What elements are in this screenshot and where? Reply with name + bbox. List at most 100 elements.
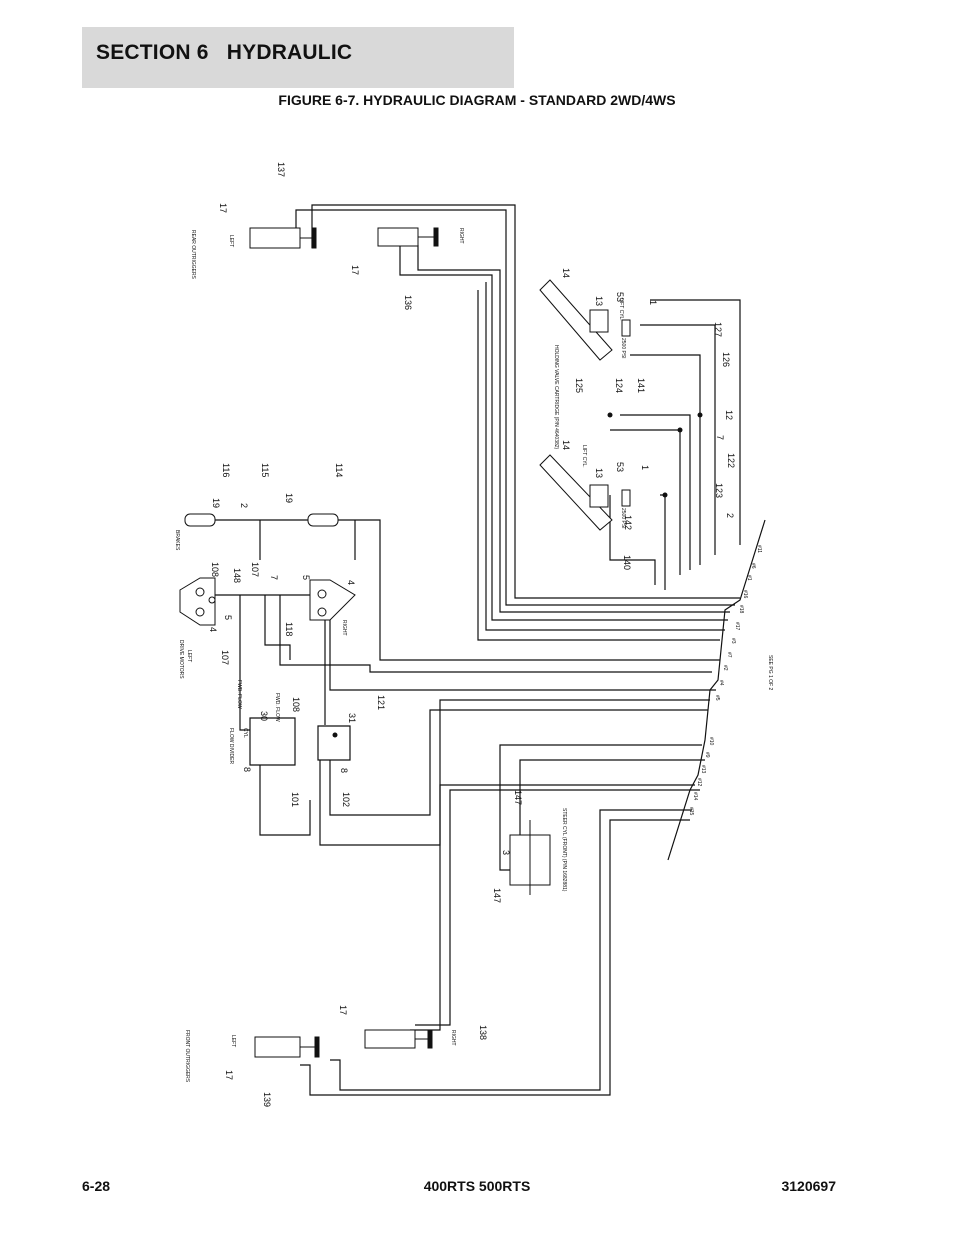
callout: 8: [242, 767, 252, 772]
callout: 5: [301, 575, 311, 580]
port-mark: #7: [726, 652, 732, 658]
section-title: SECTION 6 HYDRAULIC: [96, 41, 353, 64]
callout: 53: [615, 462, 625, 472]
callout: 125: [574, 378, 584, 393]
callout: 17: [224, 1070, 234, 1080]
label-drive-motors: DRIVE MOTORS: [178, 640, 184, 679]
label-drive-right: RIGHT: [341, 620, 347, 636]
component-labels: REAR OUTRIGGERS LEFT RIGHT BRAKES DRIVE …: [174, 228, 773, 1083]
callout: 2: [725, 513, 735, 518]
callout: 108: [210, 562, 220, 577]
label-rear-outriggers: REAR OUTRIGGERS: [190, 230, 196, 280]
port-mark: #9: [704, 752, 710, 758]
junction-dots: [332, 412, 703, 738]
callout: 107: [220, 650, 230, 665]
lift-cyl-upper: [539, 279, 613, 361]
label-rear-left: LEFT: [228, 235, 234, 247]
drive-motor-left: [179, 577, 216, 626]
drive-motor-right: [309, 579, 356, 621]
label-lift-cyl-1: LIFT CYL.: [618, 298, 624, 321]
footer-doc-number: 3120697: [781, 1178, 836, 1194]
callout: 139: [262, 1092, 272, 1107]
callout: 148: [232, 568, 242, 583]
port-mark: #10: [708, 737, 714, 746]
footer-page-number: 6-28: [82, 1178, 111, 1194]
brake-right: [307, 513, 339, 527]
label-see-pg: SEE PG 1 OF 2: [767, 655, 773, 691]
callout: 19: [284, 493, 294, 503]
label-lift-cyl-2: LIFT CYL.: [581, 445, 587, 468]
callout: 141: [636, 378, 646, 393]
label-drive-left: LEFT: [186, 650, 192, 662]
callout: 122: [726, 453, 736, 468]
port-mark: #12: [696, 778, 702, 787]
callout: 147: [513, 790, 523, 805]
callout: 13: [594, 296, 604, 306]
port-mark: #11: [756, 545, 762, 553]
port-mark: #13: [700, 765, 706, 774]
callout: 2: [239, 503, 249, 508]
callout: 118: [284, 622, 294, 636]
port-mark: #4: [718, 680, 724, 686]
port-mark: #1: [746, 575, 752, 581]
callout: 17: [218, 203, 228, 213]
callout: 102: [341, 792, 351, 807]
callout: 136: [403, 295, 413, 310]
label-front-outriggers: FRONT OUTRIGGERS: [184, 1030, 190, 1083]
callout: 3: [501, 850, 511, 855]
port-mark: #14: [692, 792, 698, 801]
callout: 7: [715, 435, 725, 440]
label-flow-divider: FLOW DIVIDER: [228, 728, 234, 765]
hydraulic-lines: [200, 204, 766, 1096]
callout: 1: [640, 465, 650, 470]
callout: 13: [594, 468, 604, 478]
callout: 108: [291, 697, 301, 712]
label-front-right: RIGHT: [450, 1030, 456, 1046]
callout: 4: [346, 580, 356, 585]
callout: 30: [259, 711, 269, 721]
callout: 7: [269, 575, 279, 580]
callout: 14: [561, 268, 571, 278]
callout: 17: [350, 265, 360, 275]
port-marks: #11 #6 #1 #16 #18 #17 #3 #7 #2 #4 #5 #10…: [688, 545, 762, 816]
callout: 147: [492, 888, 502, 903]
label-front-left: LEFT: [230, 1035, 236, 1047]
label-cyl: CYL: [242, 728, 248, 738]
callout: 114: [334, 463, 344, 477]
front-left-outrigger-cyl: [254, 1036, 301, 1058]
port-mark: #6: [750, 563, 756, 569]
port-mark: #16: [742, 590, 748, 599]
callout: 8: [339, 768, 349, 773]
lift-cyl-lower: [539, 454, 613, 531]
callout: 140: [622, 555, 632, 570]
label-fwd-flow-2: FWD. FLOW: [274, 693, 280, 722]
front-right-outrigger-cyl: [364, 1029, 416, 1049]
label-brakes: BRAKES: [174, 530, 180, 551]
port-mark: #15: [688, 807, 694, 816]
callout: 121: [376, 695, 386, 710]
callout: 17: [338, 1005, 348, 1015]
label-rear-right: RIGHT: [458, 228, 464, 244]
callout: 142: [623, 515, 633, 530]
label-psi-2: 2500 PSI: [620, 508, 626, 529]
hydraulic-diagram: REAR OUTRIGGERS LEFT RIGHT BRAKES DRIVE …: [174, 162, 773, 1107]
callout: 115: [260, 463, 270, 477]
port-mark: #17: [734, 622, 740, 631]
rear-right-outrigger-cyl: [377, 227, 419, 247]
port-mark: #5: [714, 695, 720, 701]
callouts: 137 17 17 136 14 13 53 1 127 126 125 124…: [208, 162, 736, 1107]
callout: 138: [478, 1025, 488, 1040]
callout: 14: [561, 440, 571, 450]
components: [179, 227, 631, 1058]
figure-title: FIGURE 6-7. HYDRAULIC DIAGRAM - STANDARD…: [278, 92, 676, 108]
port-mark: #18: [738, 605, 744, 614]
port-mark: #3: [730, 638, 736, 644]
callout: 124: [614, 378, 624, 393]
callout: 53: [615, 292, 625, 302]
callout: 116: [221, 463, 231, 477]
brake-left: [184, 513, 216, 527]
label-steer-cyl: STEER CYL (FRONT) (P/N 1682881): [561, 808, 567, 892]
label-psi-1: 2500 PSI: [620, 338, 626, 359]
callout: 127: [713, 322, 723, 337]
callout: 31: [347, 713, 357, 723]
